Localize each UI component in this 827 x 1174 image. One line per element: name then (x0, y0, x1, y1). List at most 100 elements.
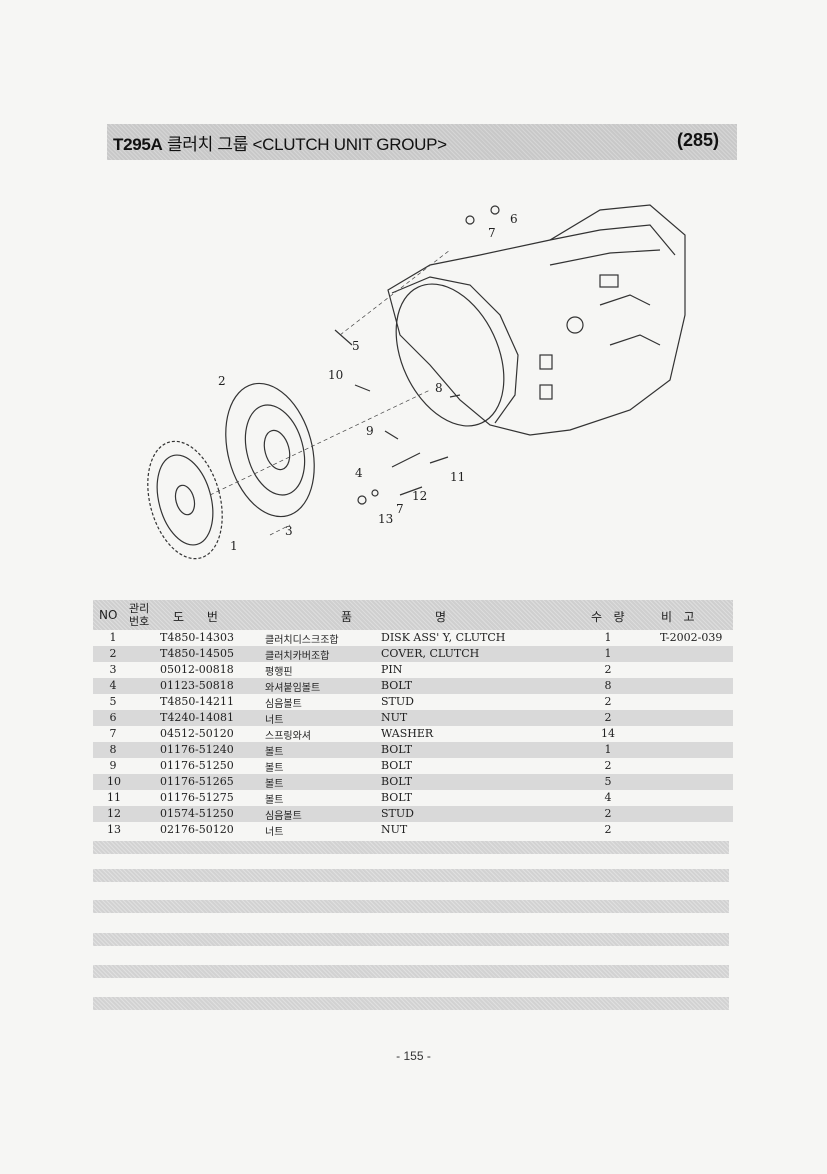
quantity: 2 (604, 759, 612, 772)
quantity: 1 (604, 631, 612, 644)
english-name: BOLT (381, 791, 413, 804)
callout-13: 13 (378, 512, 393, 526)
part-number: 02176-50120 (160, 823, 234, 836)
table-row: 5 T4850-14211 심음볼트 STUD 2 (93, 694, 733, 710)
header-qty: 수 량 (591, 610, 625, 624)
korean-name: 클러치카버조합 (265, 651, 330, 662)
part-number: 01123-50818 (160, 679, 234, 692)
section-title: T295A 클러치 그룹 <CLUTCH UNIT GROUP> (113, 130, 447, 155)
empty-row-band (93, 841, 729, 854)
english-name: PIN (381, 663, 403, 676)
callout-4: 4 (355, 466, 363, 480)
english-name: NUT (381, 711, 408, 724)
quantity: 2 (604, 695, 612, 708)
clutch-cover (225, 382, 315, 518)
korean-name: 스프링와셔 (265, 731, 311, 742)
callout-12: 12 (412, 489, 427, 503)
part-number: 01176-51275 (160, 791, 234, 804)
section-code: T295A (113, 135, 163, 154)
exploded-diagram: 1 2 3 4 5 6 7 8 9 10 11 12 13 7 (147, 204, 686, 560)
part-number: 04512-50120 (160, 727, 234, 740)
header-part: 품 (341, 610, 353, 624)
part-number: 01176-51240 (160, 743, 234, 756)
quantity: 2 (604, 711, 612, 724)
header-name: 명 (435, 610, 447, 624)
table-header: NO 관리 번호 도 번 품 명 수 량 비 고 (93, 600, 733, 630)
korean-name: 볼트 (265, 779, 284, 790)
row-number: 11 (107, 791, 121, 804)
page-reference: (285) (676, 130, 719, 150)
empty-row-band (93, 933, 729, 946)
part-number: T4850-14505 (160, 647, 235, 660)
header-num: 번호 (129, 615, 150, 628)
section-header: T295A 클러치 그룹 <CLUTCH UNIT GROUP> (285) (107, 124, 737, 160)
empty-row-band (93, 965, 729, 978)
row-number: 10 (107, 775, 121, 788)
korean-name: 심음볼트 (265, 811, 302, 822)
row-number: 2 (109, 647, 117, 660)
remarks: T-2002-039 (660, 631, 723, 644)
english-name: WASHER (381, 727, 434, 740)
row-number: 13 (107, 823, 121, 836)
row-number: 3 (109, 663, 117, 676)
quantity: 4 (604, 791, 612, 804)
english-name: BOLT (381, 743, 413, 756)
quantity: 5 (604, 775, 612, 788)
header-no: NO (99, 608, 118, 622)
callout-10: 10 (328, 368, 343, 382)
row-number: 6 (109, 711, 117, 724)
korean-name: 볼트 (265, 795, 284, 806)
quantity: 8 (604, 679, 612, 692)
callout-11: 11 (450, 470, 465, 484)
korean-name: 와셔붙임볼트 (265, 683, 321, 694)
table-row: 11 01176-51275 볼트 BOLT 4 (93, 790, 733, 806)
english-name: STUD (381, 695, 414, 708)
quantity: 2 (604, 807, 612, 820)
callout-5: 5 (352, 339, 360, 353)
row-number: 4 (109, 679, 117, 692)
english-name: NUT (381, 823, 408, 836)
english-name: BOLT (381, 775, 413, 788)
english-name: BOLT (381, 679, 413, 692)
empty-row-band (93, 900, 729, 913)
header-mgmt: 관리 (129, 602, 150, 615)
quantity: 1 (604, 743, 612, 756)
part-number: T4850-14211 (160, 695, 235, 708)
header-drawing: 도 번 (173, 610, 218, 624)
row-number: 12 (107, 807, 121, 820)
row-number: 5 (109, 695, 117, 708)
housing-flange (391, 276, 519, 424)
callout-3: 3 (285, 524, 293, 538)
table-row: 13 02176-50120 너트 NUT 2 (93, 822, 733, 838)
quantity: 2 (604, 663, 612, 676)
callout-6: 6 (510, 212, 518, 226)
section-name: 클러치 그룹 <CLUTCH UNIT GROUP> (166, 135, 447, 154)
korean-name: 너트 (265, 715, 284, 726)
english-name: BOLT (381, 759, 413, 772)
page-number: - 155 - (396, 1049, 431, 1063)
korean-name: 볼트 (265, 747, 284, 758)
row-number: 7 (109, 727, 117, 740)
housing-outline (387, 204, 686, 436)
row-number: 9 (109, 759, 117, 772)
callouts: 1 2 3 4 5 6 7 8 9 10 11 12 13 7 (218, 212, 518, 553)
row-number: 1 (109, 631, 117, 644)
korean-name: 심음볼트 (265, 699, 302, 710)
clutch-disk (147, 440, 223, 560)
callout-8: 8 (435, 381, 443, 395)
empty-row-band (93, 869, 729, 882)
quantity: 2 (604, 823, 612, 836)
empty-row-band (93, 997, 729, 1010)
english-name: COVER, CLUTCH (381, 647, 480, 660)
korean-name: 너트 (265, 827, 284, 838)
